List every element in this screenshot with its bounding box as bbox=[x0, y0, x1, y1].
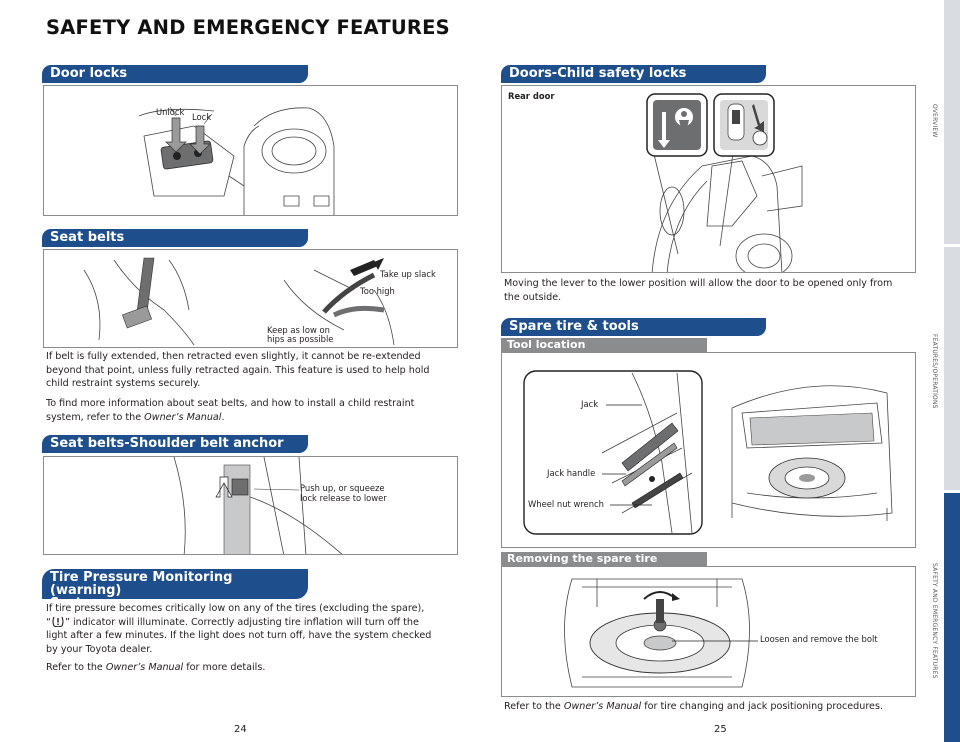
wheel-nut-wrench-label: Wheel nut wrench bbox=[528, 499, 604, 509]
sidebar-tab-features[interactable] bbox=[944, 247, 960, 490]
tool-location-illustration: Jack Jack handle Wheel nut wrench bbox=[501, 352, 916, 548]
seat-belts-paragraph-1: If belt is fully extended, then retracte… bbox=[46, 351, 430, 390]
shoulder-anchor-illustration: Push up, or squeeze lock release to lowe… bbox=[43, 456, 458, 555]
child-locks-description: Moving the lever to the lower position w… bbox=[504, 278, 893, 303]
lock-label: Lock bbox=[192, 112, 212, 122]
owners-manual-reference: Owner’s Manual bbox=[144, 411, 222, 423]
seat-belts-header: Seat belts bbox=[42, 229, 308, 247]
child-locks-illustration: Rear door bbox=[501, 85, 916, 273]
sidebar-tab-safety[interactable] bbox=[944, 493, 960, 742]
rear-door-label: Rear door bbox=[508, 91, 555, 101]
page-title: SAFETY AND EMERGENCY FEATURES bbox=[46, 16, 450, 39]
loosen-bolt-label: Loosen and remove the bolt bbox=[760, 634, 878, 644]
unlock-label: Unlock bbox=[156, 107, 185, 117]
push-up-label-1: Push up, or squeeze bbox=[300, 483, 385, 493]
page-number-left: 24 bbox=[234, 724, 247, 735]
spare-tire-header: Spare tire & tools bbox=[501, 318, 766, 336]
keep-low-label-1: Keep as low on bbox=[267, 325, 330, 335]
keep-low-label-2: hips as possible bbox=[267, 334, 334, 344]
tpms-paragraph: If tire pressure becomes critically low … bbox=[46, 603, 432, 655]
seat-belts-paragraph-2: To find more information about seat belt… bbox=[46, 398, 415, 423]
jack-label: Jack bbox=[581, 399, 599, 409]
tpms-refer-text: Refer to the Owner’s Manual for more det… bbox=[46, 662, 266, 673]
owners-manual-reference: Owner’s Manual bbox=[563, 701, 642, 712]
take-up-slack-label: Take up slack bbox=[380, 269, 436, 279]
tool-location-header: Tool location bbox=[501, 338, 707, 352]
tpms-warning-icon bbox=[51, 616, 65, 627]
tpms-title-line-2: System bbox=[50, 596, 105, 611]
sidebar-label-safety: SAFETY AND EMERGENCY FEATURES bbox=[931, 563, 938, 679]
removing-spare-illustration: Loosen and remove the bolt bbox=[501, 566, 916, 697]
shoulder-anchor-header: Seat belts-Shoulder belt anchor bbox=[42, 435, 308, 453]
jack-handle-label: Jack handle bbox=[547, 468, 596, 478]
owners-manual-reference: Owner’s Manual bbox=[105, 662, 184, 673]
page-number-right: 25 bbox=[714, 724, 727, 735]
sidebar-label-features: FEATURES/OPERATIONS bbox=[931, 334, 938, 409]
removing-spare-header: Removing the spare tire bbox=[501, 552, 707, 566]
spare-tire-refer-text: Refer to the Owner’s Manual for tire cha… bbox=[504, 701, 884, 712]
door-locks-illustration: Unlock Lock bbox=[43, 85, 458, 216]
sidebar-tab-overview[interactable] bbox=[944, 0, 960, 244]
seat-belts-illustration: Take up slack Too high Keep as low on hi… bbox=[43, 249, 458, 348]
child-locks-header: Doors-Child safety locks bbox=[501, 65, 766, 83]
too-high-label: Too high bbox=[360, 286, 395, 296]
tpms-header: Tire Pressure Monitoring (warning) Syste… bbox=[42, 569, 308, 610]
sidebar-label-overview: OVERVIEW bbox=[931, 104, 938, 138]
push-up-label-2: lock release to lower bbox=[300, 493, 387, 503]
tpms-title-line-1: Tire Pressure Monitoring (warning) bbox=[50, 570, 233, 598]
door-locks-header: Door locks bbox=[42, 65, 308, 83]
